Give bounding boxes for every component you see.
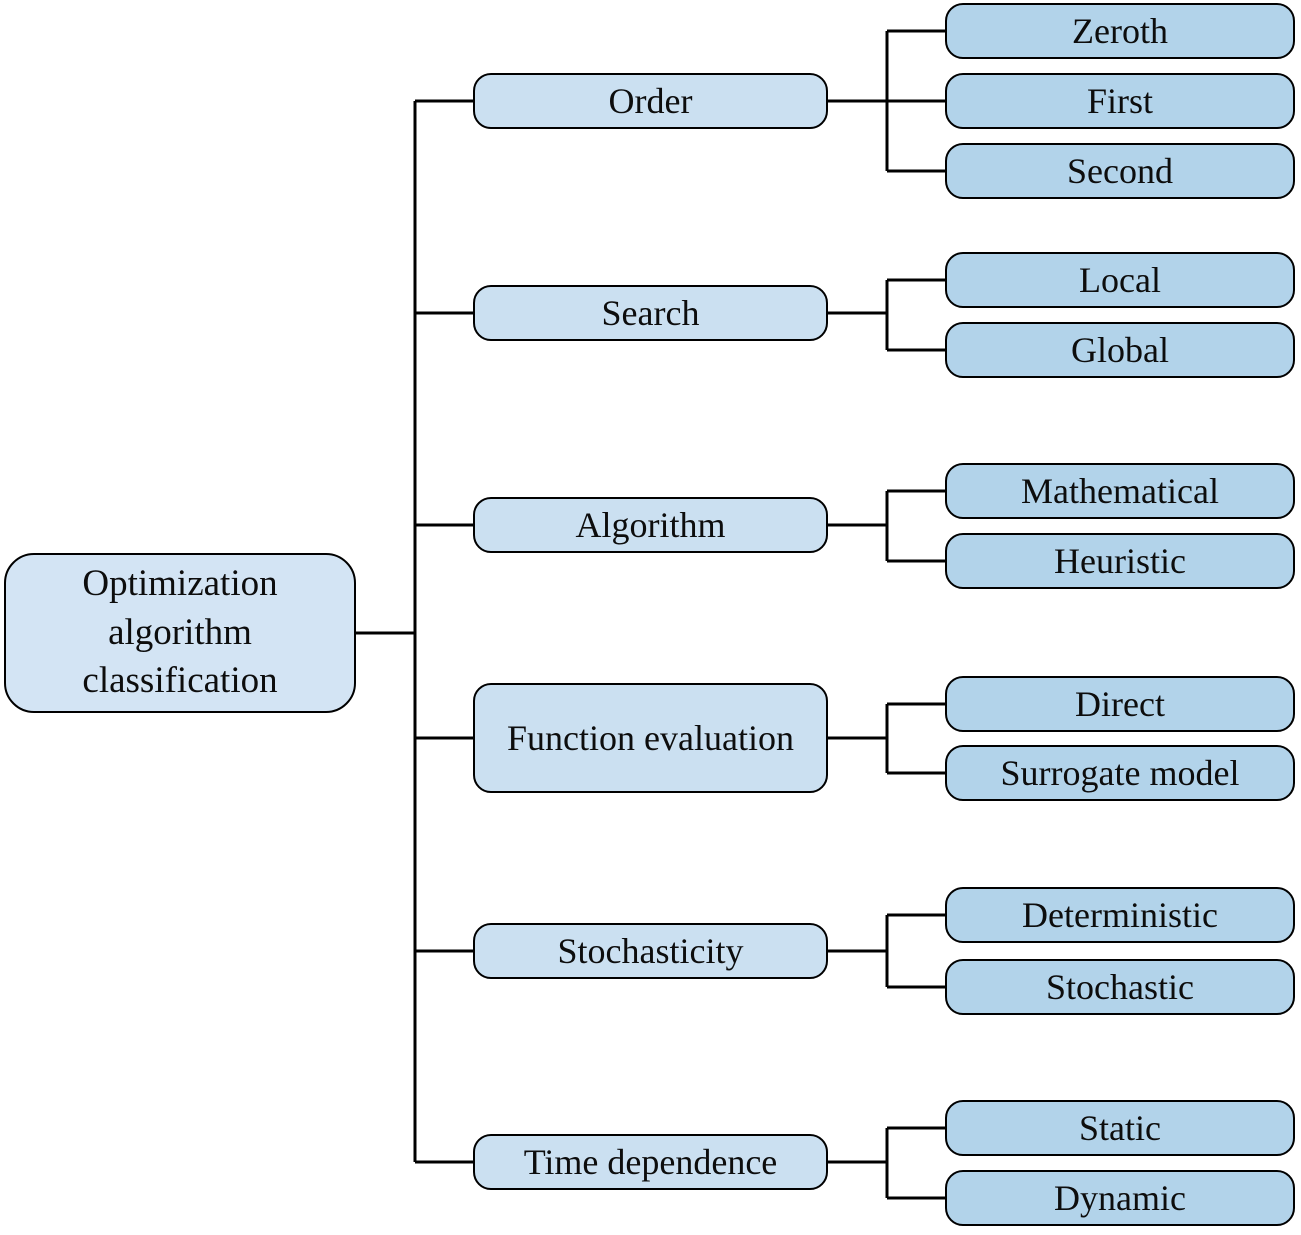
branch-stochasticity: Stochasticity — [473, 923, 828, 979]
branch-order: Order — [473, 73, 828, 129]
leaf-global: Global — [945, 322, 1295, 378]
branch-algorithm: Algorithm — [473, 497, 828, 553]
leaf-local: Local — [945, 252, 1295, 308]
leaf-mathematical: Mathematical — [945, 463, 1295, 519]
leaf-surrogate-model: Surrogate model — [945, 745, 1295, 801]
branch-to-bracket-connectors — [828, 99, 887, 1164]
leaf-deterministic: Deterministic — [945, 887, 1295, 943]
leaf-first: First — [945, 73, 1295, 129]
leaf-connectors — [887, 29, 945, 1200]
leaf-second: Second — [945, 143, 1295, 199]
leaf-direct: Direct — [945, 676, 1295, 732]
leaf-static: Static — [945, 1100, 1295, 1156]
leaf-stochastic: Stochastic — [945, 959, 1295, 1015]
leaf-dynamic: Dynamic — [945, 1170, 1295, 1226]
root-node: Optimization algorithm classification — [4, 553, 356, 713]
leaf-zeroth: Zeroth — [945, 3, 1295, 59]
branch-search: Search — [473, 285, 828, 341]
leaf-heuristic: Heuristic — [945, 533, 1295, 589]
branch-time-dependence: Time dependence — [473, 1134, 828, 1190]
branch-connectors — [415, 99, 473, 1164]
branch-function-evaluation: Function evaluation — [473, 683, 828, 793]
